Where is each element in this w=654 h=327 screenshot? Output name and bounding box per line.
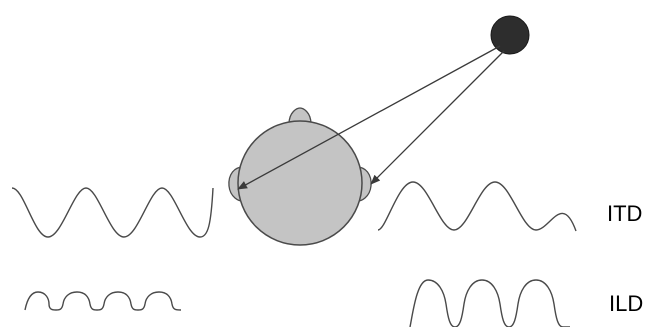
itd-right-ear-wave [378,182,576,231]
arrow-to-right-ear [371,51,504,184]
itd-left-ear-wave [12,188,213,237]
ild-label: ILD [609,293,643,315]
arrow-to-left-ear [238,46,500,189]
ild-right-ear-wave [410,280,570,327]
ild-left-ear-wave [25,292,181,310]
itd-label: ITD [607,203,642,225]
head-circle [238,121,362,245]
